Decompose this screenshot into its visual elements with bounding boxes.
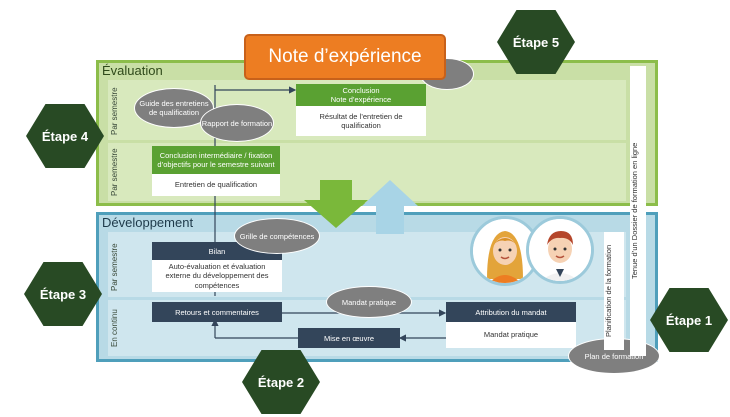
avatar-man [526,216,594,284]
attribution-box-head: Attribution du mandat [446,302,576,322]
retours-box: Retours et commentaires [152,302,282,322]
conclusion-box-body: Résultat de l’entretien de qualification [296,106,426,136]
planification-label: Planification de la formation [604,244,613,338]
intermediate-box-body: Entretien de qualification [152,174,280,196]
up-arrow-icon [362,180,418,234]
development-title: Développement [102,215,194,230]
down-arrow-icon [304,180,368,228]
mise-box: Mise en œuvre [298,328,400,348]
tenue-label: Tenue d’un Dossier de formation en ligne [630,142,639,280]
man-avatar-icon [529,219,591,281]
page-title: Note d’expérience [244,34,446,80]
planification-strip [604,232,624,350]
tenue-strip [630,66,646,356]
attribution-box-body: Mandat pratique [446,322,576,348]
bilan-box-body: Auto-évaluation et évaluation externe du… [152,260,282,292]
bubble-grille: Grille de compétences [234,218,320,254]
bubble-mandat: Mandat pratique [326,286,412,318]
woman-avatar-icon [473,219,537,283]
bubble-rapport: Rapport de formation [200,104,274,142]
evaluation-title: Évaluation [102,63,163,78]
conclusion-box-head: Conclusion Note d’expérience [296,84,426,106]
intermediate-box-head: Conclusion intermédiaire / fixation d’ob… [152,146,280,174]
